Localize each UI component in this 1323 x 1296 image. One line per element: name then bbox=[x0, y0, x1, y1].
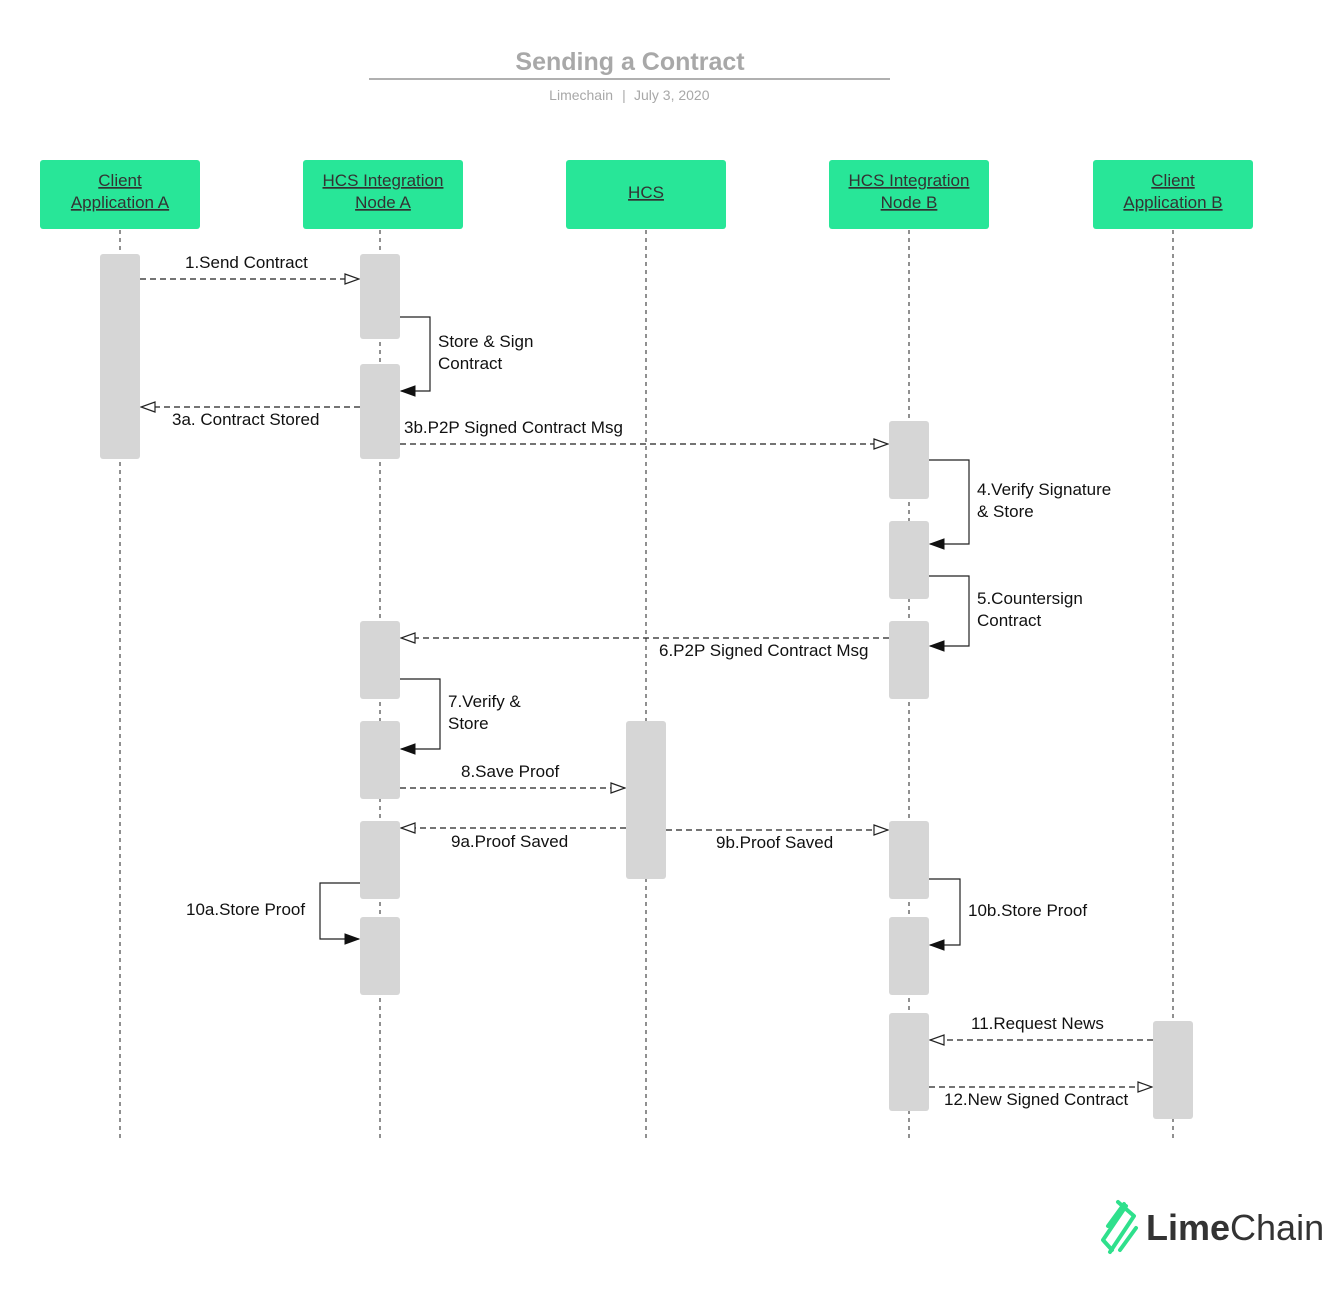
activation-client-a-1 bbox=[100, 254, 140, 459]
activation-node-b-6 bbox=[889, 1013, 929, 1111]
diagram-author: Limechain bbox=[549, 87, 613, 103]
self-arrow-verify-store bbox=[400, 678, 441, 749]
actor-label-line1: HCS Integration bbox=[323, 171, 444, 190]
label-p2p-signed-contract-3b: 3b.P2P Signed Contract Msg bbox=[404, 418, 623, 437]
actor-label-line1: Client bbox=[1151, 171, 1195, 190]
actor-label-line2: Node B bbox=[881, 193, 938, 212]
activation-node-b-4 bbox=[889, 821, 929, 899]
actor-label-line2: Application A bbox=[71, 193, 170, 212]
label-verify-store-line2: Store bbox=[448, 714, 489, 733]
label-countersign-line2: Contract bbox=[977, 611, 1042, 630]
label-store-proof-b: 10b.Store Proof bbox=[968, 901, 1087, 920]
label-verify-signature-line1: 4.Verify Signature bbox=[977, 480, 1111, 499]
activation-node-a-4 bbox=[360, 721, 400, 799]
activation-node-a-3 bbox=[360, 621, 400, 699]
activation-client-b-1 bbox=[1153, 1021, 1193, 1119]
activation-hcs-1 bbox=[626, 721, 666, 879]
diagram-title: Sending a Contract bbox=[515, 48, 745, 76]
actor-client-b: Client Application B bbox=[1093, 160, 1253, 229]
label-send-contract: 1.Send Contract bbox=[185, 253, 308, 272]
self-arrow-store-proof-a bbox=[319, 882, 360, 939]
label-request-news: 11.Request News bbox=[971, 1014, 1104, 1033]
activation-node-a-5 bbox=[360, 821, 400, 899]
label-verify-signature-line2: & Store bbox=[977, 502, 1034, 521]
limechain-logo-icon bbox=[1101, 1200, 1138, 1254]
brand-wordmark: LimeChain bbox=[1146, 1207, 1323, 1248]
self-arrow-store-proof-b bbox=[929, 878, 961, 945]
activation-node-b-3 bbox=[889, 621, 929, 699]
actor-label-line1: Client bbox=[98, 171, 142, 190]
activation-node-a-2 bbox=[360, 364, 400, 459]
label-new-signed-contract: 12.New Signed Contract bbox=[944, 1090, 1129, 1109]
self-arrow-verify-signature bbox=[929, 459, 970, 544]
label-store-sign-line1: Store & Sign bbox=[438, 332, 533, 351]
activation-node-b-5 bbox=[889, 917, 929, 995]
self-arrow-countersign bbox=[929, 575, 970, 646]
subtitle-separator: | bbox=[622, 87, 626, 103]
actor-label-line2: Node A bbox=[355, 193, 411, 212]
brand-part1: Lime bbox=[1146, 1207, 1230, 1248]
label-store-sign-line2: Contract bbox=[438, 354, 503, 373]
actor-label-line1: HCS Integration bbox=[849, 171, 970, 190]
label-store-proof-a: 10a.Store Proof bbox=[186, 900, 305, 919]
label-p2p-signed-contract-6: 6.P2P Signed Contract Msg bbox=[659, 641, 868, 660]
actor-hcs: HCS bbox=[566, 160, 726, 229]
actor-node-b: HCS Integration Node B bbox=[829, 160, 989, 229]
label-proof-saved-b: 9b.Proof Saved bbox=[716, 833, 833, 852]
activation-node-a-1 bbox=[360, 254, 400, 339]
label-proof-saved-a: 9a.Proof Saved bbox=[451, 832, 568, 851]
label-save-proof: 8.Save Proof bbox=[461, 762, 560, 781]
label-verify-store-line1: 7.Verify & bbox=[448, 692, 521, 711]
actor-client-a: Client Application A bbox=[40, 160, 200, 229]
label-countersign-line1: 5.Countersign bbox=[977, 589, 1083, 608]
self-arrow-store-sign bbox=[400, 316, 431, 391]
label-contract-stored: 3a. Contract Stored bbox=[172, 410, 319, 429]
actor-label-line1: HCS bbox=[628, 183, 664, 202]
activation-node-a-6 bbox=[360, 917, 400, 995]
limechain-logo: LimeChain bbox=[1101, 1200, 1323, 1254]
brand-part2: Chain bbox=[1230, 1207, 1323, 1248]
actor-node-a: HCS Integration Node A bbox=[303, 160, 463, 229]
activation-node-b-2 bbox=[889, 521, 929, 599]
actor-label-line2: Application B bbox=[1123, 193, 1222, 212]
diagram-date: July 3, 2020 bbox=[634, 87, 710, 103]
activation-node-b-1 bbox=[889, 421, 929, 499]
